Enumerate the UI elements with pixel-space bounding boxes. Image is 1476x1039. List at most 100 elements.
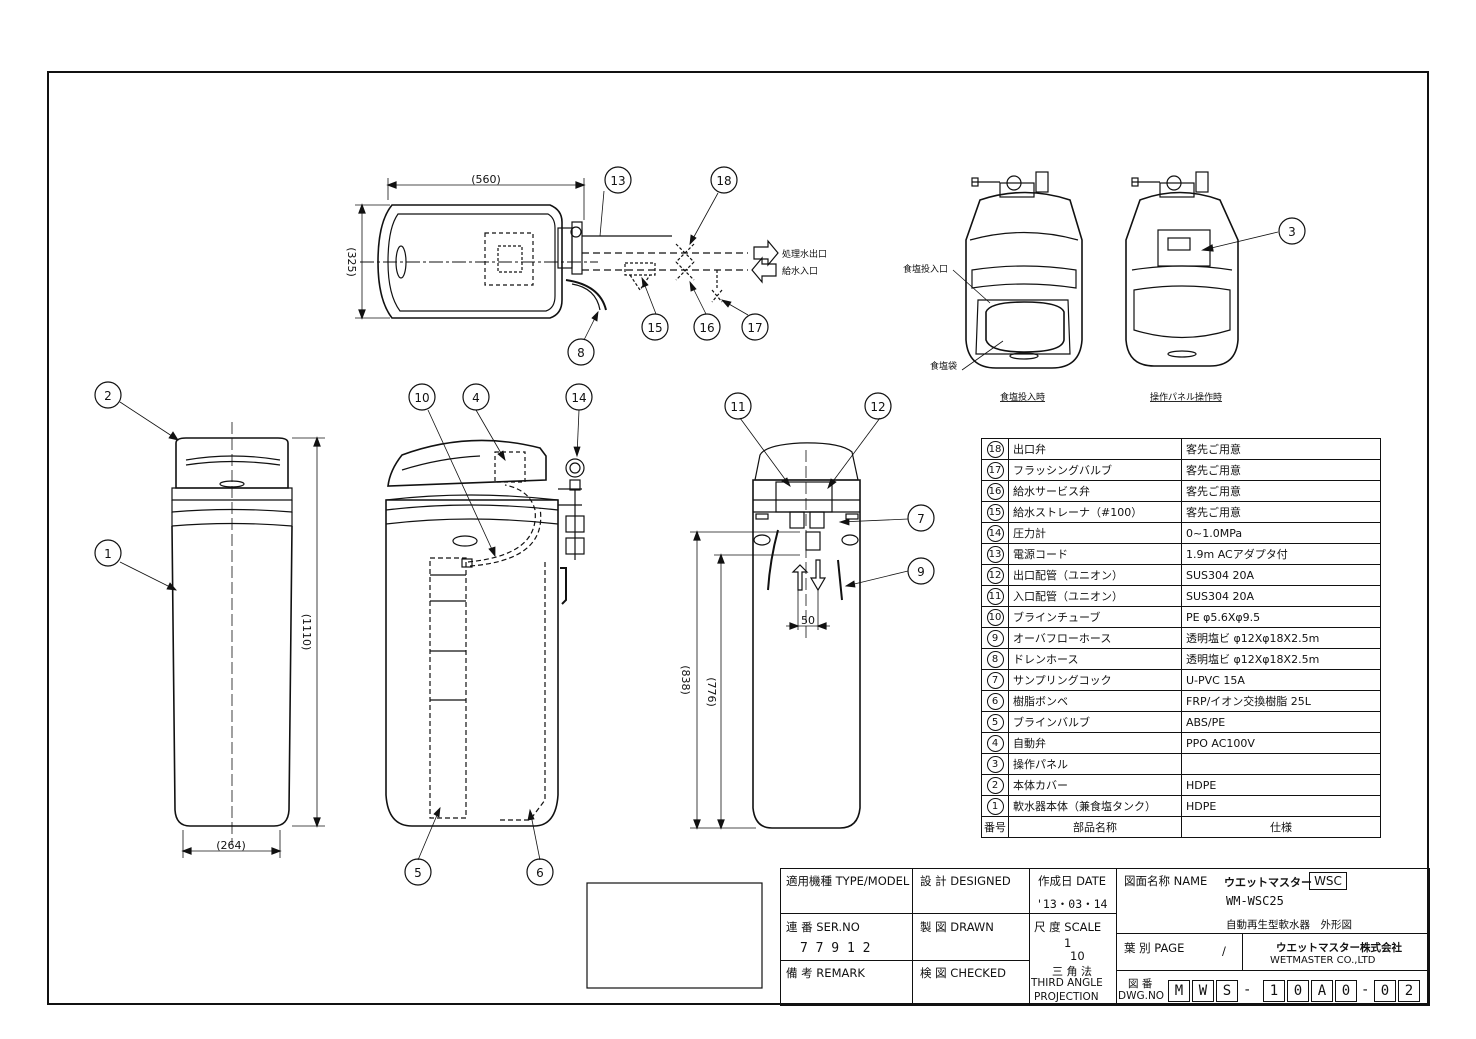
type-model-label: 適用機種 TYPE/MODEL [786,874,910,888]
dim-top-depth: (325) [345,247,358,277]
dim-outlet-height: (838) [679,665,692,695]
callout-18 [710,166,738,194]
callout-2-label: 2 [104,389,112,403]
callout-11 [724,392,752,420]
part-spec: HDPE [1181,774,1381,796]
part-spec: PE φ5.6Xφ9.5 [1181,606,1381,628]
callout-15-label: 15 [647,321,662,335]
callout-2 [94,381,122,409]
part-name: 軟水器本体（兼食塩タンク） [1008,795,1182,817]
callout-4 [462,383,490,411]
part-name: サンプリングコック [1008,669,1182,691]
dwg-no-char: 0 [1287,980,1309,1002]
callout-8 [567,338,595,366]
callout-1-label: 1 [104,547,112,561]
dwg-no-char: A [1311,980,1333,1002]
part-spec [1181,753,1381,775]
callout-3-label: 3 [1288,225,1296,239]
salt-inlet-label: 食塩投入口 [903,263,948,275]
header-no: 番号 [981,816,1009,838]
callout-5 [404,858,432,886]
page-label: 葉 別 PAGE [1124,941,1185,955]
part-number: 2 [986,776,1004,794]
callout-13-label: 13 [610,174,625,188]
dwg-no-separator: - [1243,982,1252,998]
callout-12 [864,392,892,420]
callout-3 [1278,217,1306,245]
callout-8-label: 8 [577,346,585,360]
page-value: / [1222,944,1226,958]
part-number: 14 [986,524,1004,542]
part-name: 出口配管（ユニオン） [1008,564,1182,586]
part-number: 3 [986,755,1004,773]
blank-box [586,882,763,989]
designed-label: 設 計 DESIGNED [920,874,1011,888]
remark-label: 備 考 REMARK [786,966,865,980]
dwg-no-char: 0 [1335,980,1357,1002]
callout-10 [408,383,436,411]
part-name: 入口配管（ユニオン） [1008,585,1182,607]
scale-numerator: 1 [1064,936,1072,950]
drawing-description: 自動再生型軟水器 外形図 [1226,919,1352,931]
part-number: 13 [986,545,1004,563]
drawn-label: 製 図 DRAWN [920,920,994,934]
part-name: 給水ストレーナ（#100） [1008,501,1182,523]
part-name: 自動弁 [1008,732,1182,754]
part-spec: 客先ご用意 [1181,501,1381,523]
part-number: 10 [986,608,1004,626]
part-spec: SUS304 20A [1181,564,1381,586]
dwg-no-separator: - [1361,982,1370,998]
part-spec: PPO AC100V [1181,732,1381,754]
part-name: 圧力計 [1008,522,1182,544]
checked-label: 検 図 CHECKED [920,966,1006,980]
part-name: 本体カバー [1008,774,1182,796]
part-name: 樹脂ボンベ [1008,690,1182,712]
company-name: ウエットマスター株式会社 [1276,942,1402,954]
callout-9 [907,557,935,585]
brand-logo-box: WSC [1309,872,1347,890]
part-spec: 客先ご用意 [1181,459,1381,481]
dim-body-height: (1110) [300,614,313,651]
part-number: 7 [986,671,1004,689]
part-number: 12 [986,566,1004,584]
part-number: 5 [986,713,1004,731]
callout-7-label: 7 [917,512,925,526]
callout-5-label: 5 [414,866,422,880]
part-name: 給水サービス弁 [1008,480,1182,502]
parts-table-header: 番号部品名称仕様 [981,816,1381,838]
part-number: 16 [986,482,1004,500]
ser-no-value: 7 7 9 1 2 [800,941,871,956]
dwg-no-char: 2 [1398,980,1420,1002]
leader-lines [119,190,909,861]
part-name: ブラインバルブ [1008,711,1182,733]
dim-pipe-spacing: 50 [801,614,815,627]
salt-bag-label: 食塩袋 [930,360,957,372]
part-spec: SUS304 20A [1181,585,1381,607]
part-spec: 客先ご用意 [1181,480,1381,502]
part-spec: 透明塩ビ φ12Xφ18X2.5m [1181,627,1381,649]
part-number: 6 [986,692,1004,710]
callout-circles [94,166,1306,886]
part-spec: 客先ご用意 [1181,438,1381,460]
callout-9-label: 9 [917,565,925,579]
title-block [780,868,1430,1006]
part-spec: U-PVC 15A [1181,669,1381,691]
dim-body-width: (264) [216,839,246,852]
part-spec: 1.9m ACアダプタ付 [1181,543,1381,565]
drawing-frame [47,71,1429,1005]
section-view [385,439,585,827]
